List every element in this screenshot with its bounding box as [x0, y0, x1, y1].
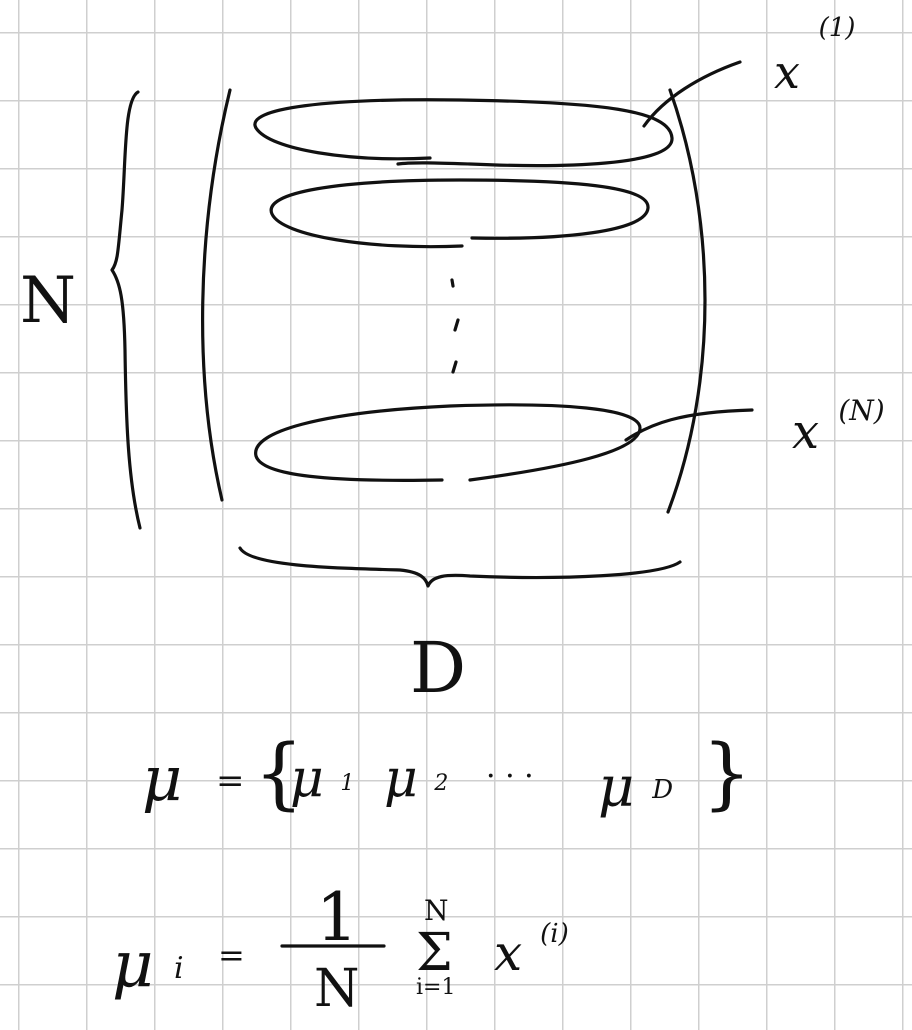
mean-vector-equals: = — [216, 761, 245, 801]
sum-upper-limit: N — [424, 894, 449, 927]
cols-brace — [238, 546, 682, 588]
mean-vector-equation: μ = { μ 1 μ 2 · · · μ D } — [142, 729, 752, 820]
data-matrix — [110, 60, 754, 588]
mean-vector-close-brace: } — [702, 729, 752, 819]
matrix-row-first — [253, 98, 674, 168]
mean-vector-item-2-sub: 2 — [433, 771, 448, 796]
mean-component-lhs-base: μ — [112, 928, 154, 1002]
last-row-label: x (N) — [792, 394, 885, 460]
matrix-row-second — [269, 178, 650, 249]
mean-vector-item-2: μ 2 — [384, 749, 448, 809]
mean-vector-open-brace: { — [254, 729, 304, 819]
mean-vector-item-1-sub: 1 — [340, 771, 354, 796]
mean-component-equation: μ i = 1 N N Σ i=1 x (i) — [112, 879, 569, 1019]
mean-vector-item-d-base: μ — [598, 755, 634, 820]
mean-vector-item-d-sub: D — [651, 775, 673, 805]
last-row-label-sup: (N) — [838, 394, 884, 427]
matrix-row-last — [254, 403, 642, 482]
cols-label: D — [410, 627, 466, 709]
last-row-label-base: x — [792, 404, 819, 460]
sum-lower-limit: i=1 — [416, 975, 455, 1000]
mean-component-lhs-sub: i — [174, 951, 184, 986]
matrix-right-bracket — [666, 88, 707, 514]
sum-symbol: Σ — [416, 923, 453, 983]
mean-component-lhs: μ i — [112, 928, 184, 1002]
first-row-label-base: x — [774, 45, 800, 99]
matrix-left-bracket — [201, 88, 232, 502]
mean-vector-item-d: μ D — [598, 755, 673, 820]
sum-term: x (i) — [494, 919, 569, 982]
mean-component-equals: = — [218, 936, 245, 974]
vertical-ellipsis — [450, 278, 460, 374]
mean-vector-ellipsis: · · · — [486, 759, 534, 794]
mean-vector-item-1: μ 1 — [290, 749, 354, 809]
fraction-numerator: 1 — [316, 879, 358, 956]
first-row-label-sup: (1) — [819, 13, 856, 43]
mean-vector-item-1-base: μ — [290, 749, 324, 809]
leader-line-last-row — [624, 408, 754, 442]
sum-term-sup: (i) — [540, 919, 569, 949]
mean-vector-item-2-base: μ — [384, 749, 418, 809]
first-row-label: x (1) — [774, 13, 855, 99]
rows-label: N — [20, 264, 76, 338]
sum-term-base: x — [494, 924, 522, 982]
mean-vector-lhs: μ — [142, 742, 182, 815]
leader-line-first-row — [642, 60, 742, 128]
rows-brace — [110, 90, 142, 530]
fraction-denominator: N — [314, 959, 360, 1019]
